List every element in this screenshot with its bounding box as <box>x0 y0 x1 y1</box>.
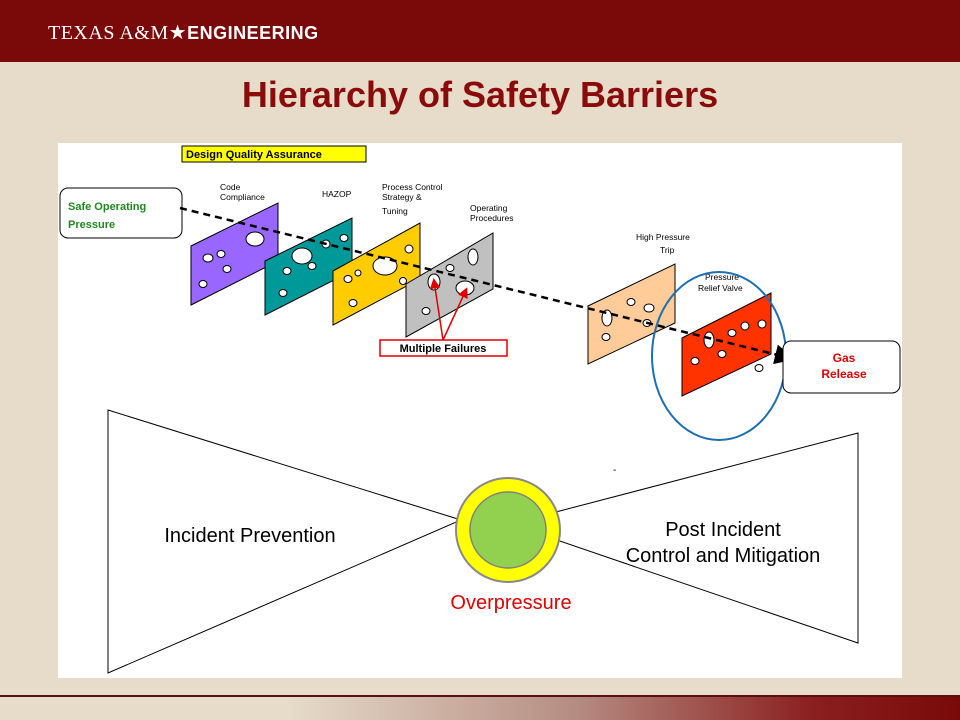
gas-release-line2: Release <box>821 367 867 381</box>
barrier-4-label-line2: Procedures <box>470 213 513 223</box>
bowtie-shape <box>107 409 859 674</box>
barrier-diagram: Design Quality Assurance Safe Operating … <box>59 145 901 674</box>
slide-title: Hierarchy of Safety Barriers <box>241 74 719 115</box>
barrier-6-label-line1: Pressure <box>705 272 739 282</box>
overpressure-node <box>455 477 561 583</box>
barrier-1-label-line1: Code <box>220 182 241 192</box>
barrier-1-label-line2: Compliance <box>220 192 265 202</box>
barrier-high-pressure-trip: High Pressure Trip <box>587 232 690 365</box>
barrier-hazop: HAZOP <box>264 189 353 316</box>
post-incident-label-line1: Post Incident <box>665 519 781 541</box>
brand-logo: TEXAS A&M★ENGINEERING <box>48 22 319 44</box>
barrier-plate-6 <box>681 292 772 397</box>
barrier-5-label-line1: High Pressure <box>636 232 690 242</box>
header-bar: TEXAS A&M★ENGINEERING <box>0 0 960 62</box>
barrier-3-label-line2: Strategy & <box>382 192 422 202</box>
diagram-panel: Design Quality Assurance Safe Operating … <box>58 143 902 678</box>
gas-release-line1: Gas <box>833 351 856 365</box>
design-qa-label: Design Quality Assurance <box>186 149 322 161</box>
barrier-plate-5 <box>587 263 676 365</box>
barrier-2-label-line1: HAZOP <box>322 189 352 199</box>
safe-operating-line1: Safe Operating <box>68 201 146 213</box>
design-qa-tag: Design Quality Assurance <box>181 145 367 163</box>
barrier-pressure-relief-valve: Pressure Relief Valve <box>681 272 772 397</box>
gas-release-box: Gas Release <box>782 340 901 394</box>
barrier-code-compliance: Code Compliance <box>190 182 279 306</box>
post-incident-label-line2: Control and Mitigation <box>626 545 821 567</box>
barrier-3-label-line1: Process Control <box>382 182 443 192</box>
overpressure-label: Overpressure <box>450 592 571 614</box>
barrier-4-label-line1: Operating <box>470 203 508 213</box>
barrier-operating-procedures: Operating Procedures <box>405 203 513 338</box>
footer-band <box>0 697 960 720</box>
stray-dash-mark: - <box>613 465 616 476</box>
incident-prevention-label: Incident Prevention <box>164 525 335 547</box>
footer-rule <box>0 695 960 697</box>
multiple-failures-label: Multiple Failures <box>400 343 487 355</box>
safe-operating-pressure-box: Safe Operating Pressure <box>59 187 183 239</box>
barrier-3-label-line3: Tuning <box>382 206 408 216</box>
multiple-failures-callout: Multiple Failures <box>379 278 508 357</box>
barrier-6-label-line2: Relief Valve <box>698 283 743 293</box>
barrier-5-label-line2: Trip <box>660 245 675 255</box>
hazard-path-arrow <box>179 206 795 365</box>
safe-operating-line2: Pressure <box>68 219 115 231</box>
